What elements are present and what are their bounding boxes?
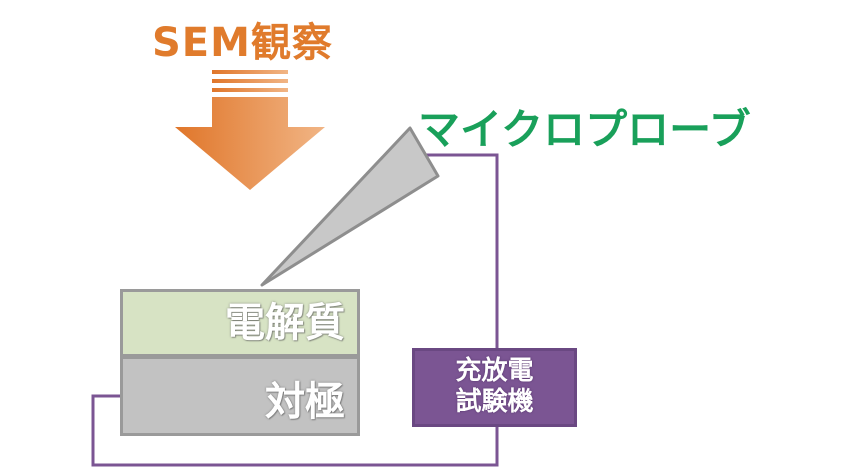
electrolyte-label: 電解質 xyxy=(225,300,345,346)
tester-label-line1: 充放電 xyxy=(455,356,534,386)
sem-down-arrow xyxy=(175,97,325,190)
wire-probe-to-tester xyxy=(420,153,499,348)
counter-electrode-layer: 対極 xyxy=(120,356,360,436)
sem-observation-label: SEM観察 xyxy=(152,20,333,66)
charge-discharge-tester: 充放電 試験機 xyxy=(412,348,577,427)
counter-electrode-label: 対極 xyxy=(265,379,345,425)
electrolyte-layer: 電解質 xyxy=(120,289,360,357)
tester-label-line2: 試験機 xyxy=(455,387,534,417)
arrow-stripe xyxy=(212,79,288,83)
arrow-stripe xyxy=(212,88,288,92)
microprobe xyxy=(260,126,440,287)
wire-counter-to-tester xyxy=(91,394,499,467)
microprobe-label: マイクロプローブ xyxy=(418,105,751,154)
arrow-stripe xyxy=(212,70,288,74)
